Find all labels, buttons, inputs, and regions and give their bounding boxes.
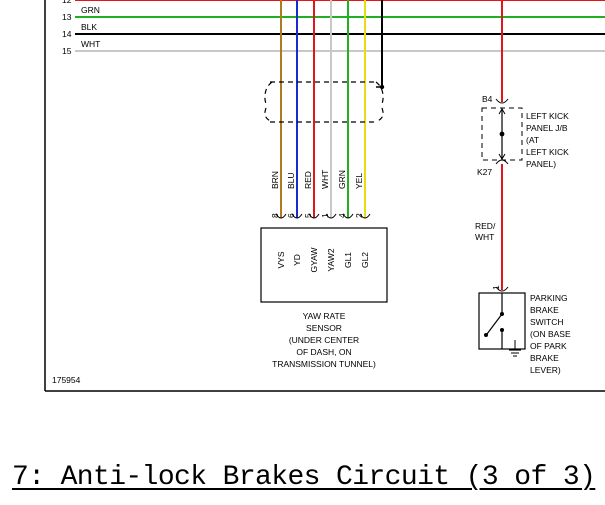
switch-desc-line-4: (ON BASE	[530, 329, 571, 339]
sensor-connector-pins: 8 6 5 1 4 2	[270, 213, 371, 219]
terminal-gl2: GL2	[360, 252, 370, 268]
pin-number-2: 2	[354, 213, 364, 218]
caption-text: 7: Anti-lock Brakes Circuit (3 of 3)	[12, 462, 596, 493]
sensor-desc-line-1: YAW RATE	[303, 311, 346, 321]
pin-number-8: 8	[270, 213, 280, 218]
sensor-desc-line-3: (UNDER CENTER	[289, 335, 359, 345]
sensor-terminal-labels: VYS YD GYAW YAW2 GL1 GL2	[276, 247, 370, 272]
right-wire-color-line-1: RED/	[475, 221, 496, 231]
switch-desc-line-3: SWITCH	[530, 317, 564, 327]
junction-desc-line-2: PANEL J/B	[526, 123, 568, 133]
switch-desc-line-6: BRAKE	[530, 353, 559, 363]
terminal-vys: VYS	[276, 251, 286, 268]
junction-desc-line-5: PANEL)	[526, 159, 556, 169]
yaw-rate-sensor-box	[260, 227, 388, 303]
wire-label-wht: WHT	[320, 170, 330, 189]
terminal-yaw2: YAW2	[326, 248, 336, 271]
sensor-desc-line-5: TRANSMISSION TUNNEL)	[272, 359, 376, 369]
sensor-desc-line-4: OF DASH, ON	[296, 347, 351, 357]
switch-desc-line-2: BRAKE	[530, 305, 559, 315]
pin-number-6: 6	[286, 213, 296, 218]
bus-wires	[75, 0, 605, 52]
junction-desc-line-4: LEFT KICK	[526, 147, 569, 157]
sensor-wire-color-labels: BRN BLU RED WHT GRN YEL	[270, 170, 364, 189]
wire-label-red: RED	[303, 171, 313, 189]
parking-brake-switch: 1 PARKING BRAKE SWITCH (ON BASE OF PARK …	[478, 285, 571, 375]
wire-shield	[264, 81, 384, 123]
sensor-description: YAW RATE SENSOR (UNDER CENTER OF DASH, O…	[272, 311, 376, 369]
terminal-yd: YD	[292, 254, 302, 266]
row-number-15: 15	[62, 46, 72, 56]
row-number-14: 14	[62, 29, 72, 39]
switch-desc-line-7: LEVER)	[530, 365, 561, 375]
row-number-12: 12	[62, 0, 72, 5]
wire-label-yel: YEL	[354, 173, 364, 189]
pin-number-4: 4	[337, 213, 347, 218]
wire-label-blu: BLU	[286, 172, 296, 189]
row-labels: 12 13 GRN 14 BLK 15 WHT	[62, 0, 100, 56]
row-label-blk: BLK	[81, 22, 97, 32]
row-number-13: 13	[62, 12, 72, 22]
figure-number: 175954	[52, 375, 81, 385]
row-label-wht: WHT	[81, 39, 100, 49]
sensor-desc-line-2: SENSOR	[306, 323, 342, 333]
terminal-gl1: GL1	[343, 252, 353, 268]
switch-desc-line-1: PARKING	[530, 293, 568, 303]
switch-desc-line-5: OF PARK	[530, 341, 567, 351]
pin-number-1: 1	[320, 213, 330, 218]
junction-desc-line-3: (AT	[526, 135, 539, 145]
junction-block: B4 K27 LEFT KICK PANEL J/B (AT LEFT KICK…	[477, 94, 569, 177]
figure-caption: 7: Anti-lock Brakes Circuit (3 of 3)	[12, 462, 602, 493]
junction-ref-b4: B4	[482, 94, 493, 104]
wire-label-grn: GRN	[337, 170, 347, 189]
row-label-grn: GRN	[81, 5, 100, 15]
junction-ref-k27: K27	[477, 167, 492, 177]
right-wire-color-line-2: WHT	[475, 232, 494, 242]
terminal-gyaw: GYAW	[309, 247, 319, 272]
sensor-wires	[280, 0, 366, 218]
pin-number-5: 5	[303, 213, 313, 218]
wire-label-brn: BRN	[270, 171, 280, 189]
junction-desc-line-1: LEFT KICK	[526, 111, 569, 121]
